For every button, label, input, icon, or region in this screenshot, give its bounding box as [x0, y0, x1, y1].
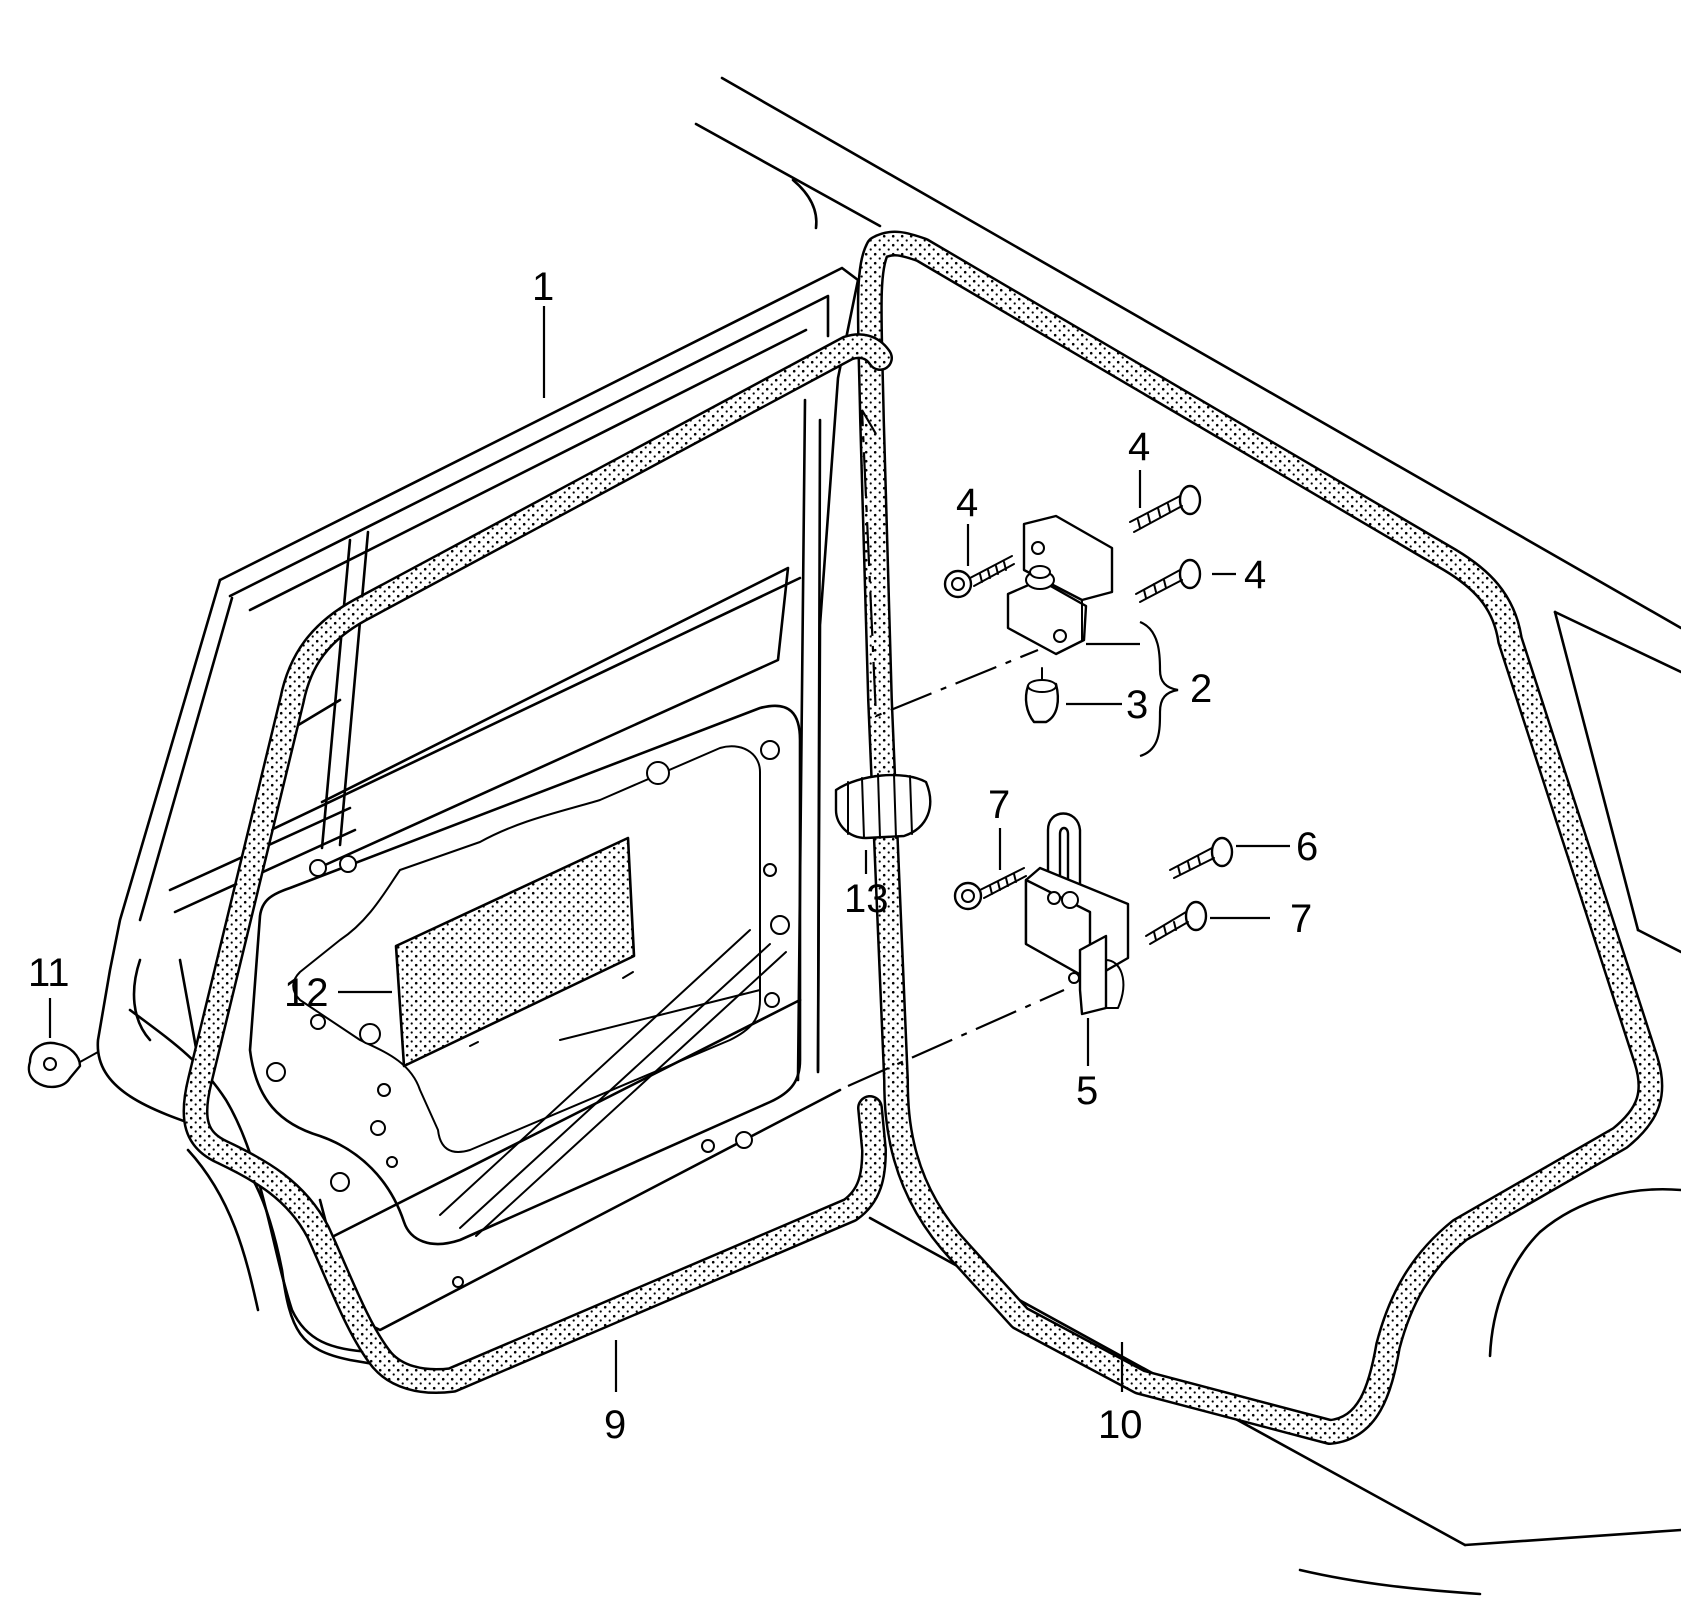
- callout-5: 5: [1076, 1069, 1098, 1113]
- inner-door-panel: [248, 704, 802, 1288]
- callout-2: 2: [1190, 667, 1212, 711]
- callout-7-right: 7: [1290, 897, 1312, 941]
- bolt-upper-top: [1129, 484, 1202, 533]
- vehicle-body-outline: [694, 76, 1681, 1596]
- door-seal: [182, 333, 893, 1394]
- callout-9: 9: [604, 1403, 626, 1447]
- callout-1: 1: [532, 265, 554, 309]
- hinge-pin: [1024, 667, 1060, 724]
- bolt-lower-bottom: [1145, 900, 1208, 945]
- damping-mat: [394, 836, 636, 1068]
- upper-hinge: [1006, 514, 1114, 656]
- grommet-part: [27, 1041, 99, 1089]
- callout-4-right: 4: [1244, 553, 1266, 597]
- callout-7-top: 7: [988, 783, 1010, 827]
- body-opening-seal: [856, 230, 1664, 1445]
- callout-3: 3: [1126, 683, 1148, 727]
- assembly-lines: [847, 409, 1065, 1088]
- bolt-lower-left: [953, 867, 1027, 911]
- leader-lines: [48, 306, 1290, 1392]
- callout-4-left: 4: [956, 481, 978, 525]
- callout-10: 10: [1098, 1403, 1143, 1447]
- callout-4-top: 4: [1128, 425, 1150, 469]
- door-buffer: [834, 773, 932, 840]
- callout-11: 11: [28, 951, 70, 995]
- bolt-lower-top: [1169, 836, 1234, 879]
- callout-labels: 1 4 4 4 2 3 7 6 7 5 13 12 11 9 10: [28, 265, 1318, 1447]
- lower-hinge: [1024, 812, 1130, 1016]
- callout-12: 12: [284, 971, 329, 1015]
- bolt-upper-left: [943, 555, 1015, 599]
- door-shell: [96, 266, 860, 1374]
- callout-13: 13: [844, 877, 889, 921]
- callout-6: 6: [1296, 825, 1318, 869]
- bolt-upper-right: [1135, 558, 1202, 603]
